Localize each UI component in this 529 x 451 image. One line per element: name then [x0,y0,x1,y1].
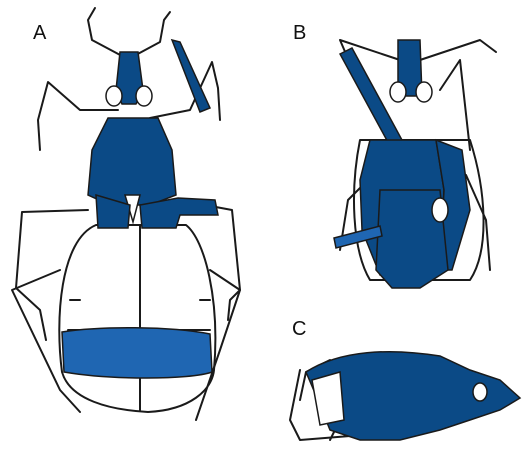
forewing-right [140,198,218,228]
antenna-left [88,8,122,56]
b-spot [432,198,448,222]
c-wing-edge [312,372,344,425]
pronotum [88,118,176,205]
antenna-right [134,12,170,56]
c-eye [473,383,487,401]
b-eye-left [390,82,406,102]
abdomen-band [62,328,212,378]
b-leg-right [466,175,490,270]
b-eye-right [416,82,432,102]
abdomen-outline [59,225,215,412]
b-leg-right-2 [440,60,470,150]
b-antenna-right [420,40,496,60]
panel-c-shaded [306,352,520,440]
eye-left [106,86,122,106]
panel-a-shaded [62,40,218,378]
eye-right [136,86,152,106]
front-leg-right-shaded [172,40,210,112]
